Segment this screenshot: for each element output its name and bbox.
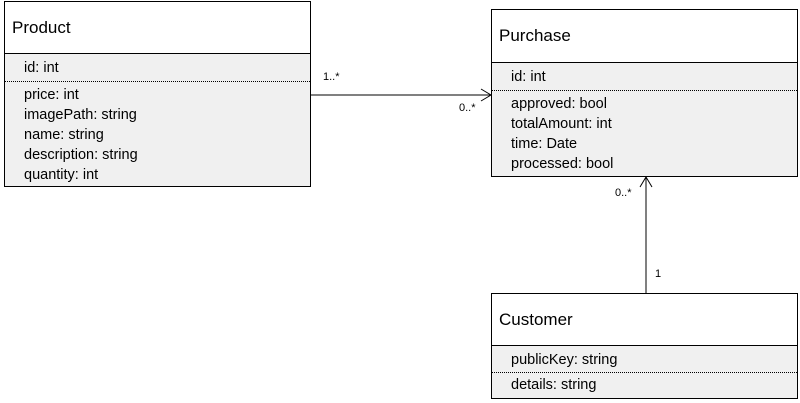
attribute: id: int (24, 60, 59, 76)
class-purchase-keys: id: int (492, 63, 797, 91)
attribute: imagePath: string (24, 107, 137, 123)
multiplicity-customer-end: 1 (655, 268, 662, 280)
attribute: quantity: int (24, 167, 99, 183)
assoc-product-purchase (311, 88, 492, 102)
class-customer-attributes: details: string (492, 373, 797, 397)
attribute: totalAmount: int (511, 116, 612, 132)
assoc-customer-purchase (639, 176, 653, 293)
class-customer-name: Customer (492, 294, 797, 346)
class-product[interactable]: Product id: int price: int imagePath: st… (4, 1, 311, 187)
attribute: publicKey: string (511, 352, 618, 368)
attribute: id: int (511, 69, 546, 85)
class-customer-keys: publicKey: string (492, 346, 797, 373)
attribute: approved: bool (511, 96, 607, 112)
class-customer[interactable]: Customer publicKey: string details: stri… (491, 293, 798, 399)
attribute: time: Date (511, 136, 578, 152)
attribute: description: string (24, 147, 138, 163)
attribute: details: string (511, 377, 597, 393)
class-purchase[interactable]: Purchase id: int approved: bool totalAmo… (491, 9, 798, 177)
class-purchase-name: Purchase (492, 10, 797, 63)
class-product-name: Product (5, 2, 310, 54)
class-product-keys: id: int (5, 54, 310, 82)
multiplicity-purchase-end: 0..* (615, 187, 632, 199)
multiplicity-purchase-end: 0..* (459, 102, 476, 114)
attribute: name: string (24, 127, 104, 143)
class-product-attributes: price: int imagePath: string name: strin… (5, 82, 310, 187)
class-purchase-attributes: approved: bool totalAmount: int time: Da… (492, 91, 797, 176)
attribute: processed: bool (511, 156, 614, 172)
attribute: price: int (24, 87, 79, 103)
multiplicity-product-end: 1..* (323, 71, 340, 83)
